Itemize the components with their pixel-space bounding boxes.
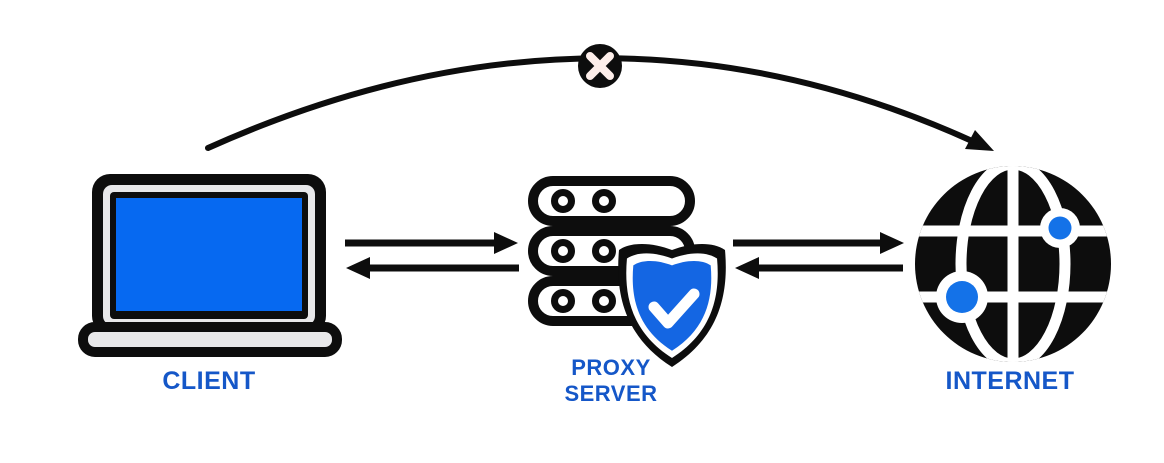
arrow-proxy-to-internet <box>733 232 904 254</box>
arc-arrowhead <box>965 130 994 151</box>
laptop-base <box>78 322 342 357</box>
server-indicator-lights <box>551 189 616 313</box>
laptop-icon <box>78 174 342 357</box>
client-label: CLIENT <box>162 367 256 395</box>
shield-check-icon <box>618 243 726 367</box>
proxy-label-line1: PROXY <box>571 355 651 380</box>
arrow-client-to-proxy <box>345 232 518 254</box>
blocked-direct-connection-arc <box>205 44 994 151</box>
shield-fill <box>632 260 712 351</box>
arrowhead-right <box>494 232 518 254</box>
globe-gridlines <box>915 166 1111 362</box>
arrowhead-left <box>735 257 759 279</box>
laptop-screen <box>116 198 302 311</box>
proxy-label-line2: SERVER <box>564 381 658 406</box>
checkmark <box>648 288 700 329</box>
globe-network-nodes <box>936 208 1080 323</box>
blocked-x-icon <box>578 44 622 88</box>
arrow-proxy-to-client <box>346 257 519 279</box>
network-node-bottom <box>946 281 978 313</box>
arrowhead-left <box>346 257 370 279</box>
arrow-internet-to-proxy <box>735 257 903 279</box>
internet-label: INTERNET <box>945 367 1075 395</box>
arrowhead-right <box>880 232 904 254</box>
network-node-top <box>1048 216 1072 240</box>
proxy-server-label: PROXY SERVER <box>501 355 721 407</box>
globe-icon <box>915 166 1111 362</box>
